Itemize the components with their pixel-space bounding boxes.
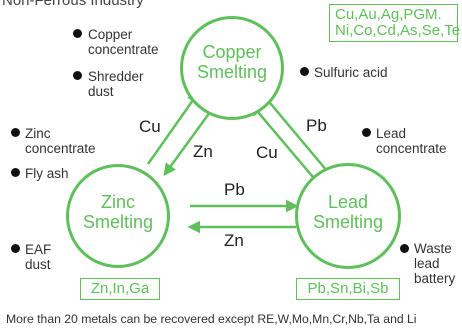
input-lead-concentrate: Lead concentrate <box>376 126 447 156</box>
bullet-dot <box>73 29 82 38</box>
flow-label-lead-to-copper: Cu <box>256 143 278 162</box>
flow-label-zinc-to-lead: Pb <box>224 180 245 199</box>
copper-smelting-node <box>180 16 284 120</box>
arrow-zinc-to-copper <box>146 90 200 165</box>
arrow-copper-to-zinc <box>163 107 215 177</box>
recovered-metals-copper: Cu,Au,Ag,PGM. Ni,Co,Cd,As,Se,Te <box>329 4 460 42</box>
bullet-dot <box>73 71 82 80</box>
arrow-lead-to-copper <box>250 103 319 184</box>
recovered-metals-zinc: Zn,In,Ga <box>80 278 160 300</box>
input-shredder-dust: Shredder dust <box>88 69 144 99</box>
flow-label-copper-to-lead: Pb <box>306 116 327 135</box>
lead-smelting-label: Lead Smelting <box>312 192 384 232</box>
input-fly-ash: Fly ash <box>25 166 69 181</box>
bullet-dot <box>300 67 309 76</box>
footer-note: More than 20 metals can be recovered exc… <box>6 312 417 326</box>
bullet-dot <box>11 244 20 253</box>
zinc-smelting-label: Zinc Smelting <box>82 192 154 232</box>
recovered-metals-lead: Pb,Sn,Bi,Sb <box>296 278 400 300</box>
flow-label-copper-to-zinc: Zn <box>193 142 213 161</box>
input-copper-concentrate: Copper concentrate <box>88 27 159 57</box>
arrow-copper-to-lead <box>264 96 335 180</box>
header-title: Non-Ferrous Industry <box>2 0 144 9</box>
zinc-smelting-node <box>66 164 170 268</box>
flow-label-lead-to-zinc: Zn <box>224 231 244 250</box>
lead-smelting-node <box>295 163 401 269</box>
input-zinc-concentrate: Zinc concentrate <box>25 126 96 156</box>
copper-smelting-label: Copper Smelting <box>196 42 268 82</box>
input-sulfuric-acid: Sulfuric acid <box>314 65 388 80</box>
flow-label-zinc-to-copper: Cu <box>139 117 161 136</box>
input-eaf-dust: EAF dust <box>25 242 52 272</box>
bullet-dot <box>362 128 371 137</box>
bullet-dot <box>11 128 20 137</box>
input-waste-lead-battery: Waste lead battery <box>414 241 456 286</box>
bullet-dot <box>11 168 20 177</box>
bullet-dot <box>400 244 409 253</box>
